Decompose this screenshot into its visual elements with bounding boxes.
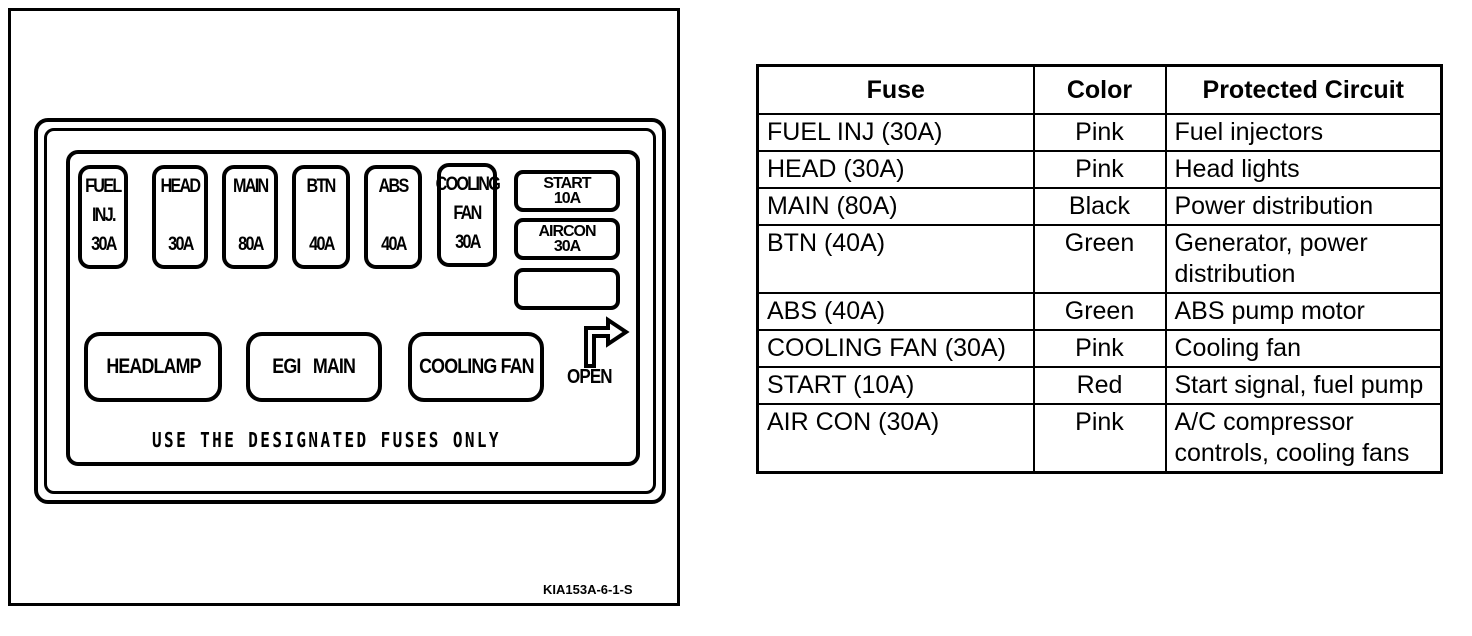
table-row: HEAD (30A) Pink Head lights	[756, 150, 1443, 189]
fuse-rating: 30A	[90, 234, 117, 255]
diagram-frame	[8, 8, 680, 606]
cell-color: Pink	[1032, 403, 1167, 474]
fuse-box-housing	[34, 118, 666, 504]
cell-fuse: HEAD (30A)	[756, 150, 1035, 189]
table-row: AIR CON (30A) Pink A/C compressor contro…	[756, 403, 1443, 474]
cell-fuse: FUEL INJ (30A)	[756, 113, 1035, 152]
fuse-label: INJ.	[91, 205, 117, 226]
cell-color: Pink	[1032, 150, 1167, 189]
fuse-cooling-fan: COOLING FAN 30A	[435, 163, 500, 267]
fuse-btn: BTN 40A	[292, 165, 350, 269]
cell-circuit: Generator, power distribution	[1164, 224, 1443, 294]
cell-color: Pink	[1032, 113, 1167, 152]
cell-circuit: A/C compressor controls, cooling fans	[1164, 403, 1443, 474]
cell-circuit: ABS pump motor	[1164, 292, 1443, 331]
cell-fuse: AIR CON (30A)	[756, 403, 1035, 474]
cell-circuit: Head lights	[1164, 150, 1443, 189]
table-row: FUEL INJ (30A) Pink Fuel injectors	[756, 113, 1443, 152]
block-label: EGI MAIN	[272, 355, 357, 378]
fuse-table: Fuse Color Protected Circuit FUEL INJ (3…	[756, 64, 1443, 474]
column-header: Protected Circuit	[1164, 64, 1443, 115]
cell-color: Green	[1032, 224, 1167, 294]
block-headlamp: HEADLAMP	[84, 332, 222, 402]
fuse-rating: 80A	[237, 234, 264, 255]
block-egi-main: EGI MAIN	[246, 332, 382, 402]
column-header: Fuse	[756, 64, 1035, 115]
cell-fuse: BTN (40A)	[756, 224, 1035, 294]
fuse-rating: 40A	[380, 234, 407, 255]
fuse-label: HEAD	[160, 176, 202, 197]
column-header: Color	[1032, 64, 1167, 115]
fuse-abs: ABS 40A	[364, 165, 422, 269]
fuse-rating: 30A	[454, 232, 481, 253]
fuse-label: START	[543, 175, 591, 192]
cell-fuse: ABS (40A)	[756, 292, 1035, 331]
fuse-label: COOLING	[435, 174, 500, 195]
cell-color: Green	[1032, 292, 1167, 331]
table-header-row: Fuse Color Protected Circuit	[756, 64, 1443, 115]
cell-color: Red	[1032, 366, 1167, 405]
table-row: BTN (40A) Green Generator, power distrib…	[756, 224, 1443, 294]
block-label: COOLING FAN	[418, 355, 534, 378]
open-arrow-icon	[584, 316, 630, 368]
fuse-rating: 30A	[553, 238, 581, 255]
cell-color: Pink	[1032, 329, 1167, 368]
fuse-label: FAN	[453, 203, 482, 224]
table-row: MAIN (80A) Black Power distribution	[756, 187, 1443, 226]
table-row: START (10A) Red Start signal, fuel pump	[756, 366, 1443, 405]
cell-circuit: Power distribution	[1164, 187, 1443, 226]
fuse-rating: 10A	[553, 190, 581, 207]
fuse-panel-border	[66, 150, 640, 466]
fuse-head: HEAD 30A	[152, 165, 208, 269]
table-row: ABS (40A) Green ABS pump motor	[756, 292, 1443, 331]
block-label: HEADLAMP	[105, 355, 201, 378]
cell-color: Black	[1032, 187, 1167, 226]
cell-fuse: COOLING FAN (30A)	[756, 329, 1035, 368]
fuse-label: MAIN	[232, 176, 269, 197]
fuse-label: BTN	[306, 176, 337, 197]
fuse-main: MAIN 80A	[222, 165, 278, 269]
fuse-box-inner-rim	[44, 128, 656, 494]
fuse-rating: 30A	[167, 234, 194, 255]
fuse-label: FUEL	[85, 176, 122, 197]
figure-id: KIA153A-6-1-S	[543, 582, 633, 597]
cell-circuit: Start signal, fuel pump	[1164, 366, 1443, 405]
block-cooling-fan: COOLING FAN	[408, 332, 544, 402]
fuse-aircon: AIRCON 30A	[514, 218, 620, 260]
cell-circuit: Fuel injectors	[1164, 113, 1443, 152]
fuse-fuel-inj: FUEL INJ. 30A	[78, 165, 128, 269]
fuse-start: START 10A	[514, 170, 620, 212]
cell-fuse: MAIN (80A)	[756, 187, 1035, 226]
cell-circuit: Cooling fan	[1164, 329, 1443, 368]
open-label: OPEN	[566, 366, 613, 388]
fuse-slot-empty	[514, 268, 620, 310]
designated-fuses-notice: USE THE DESIGNATED FUSES ONLY	[152, 428, 501, 452]
fuse-rating: 40A	[308, 234, 335, 255]
table-row: COOLING FAN (30A) Pink Cooling fan	[756, 329, 1443, 368]
fuse-label: ABS	[378, 176, 409, 197]
fuse-label: AIRCON	[538, 223, 596, 240]
cell-fuse: START (10A)	[756, 366, 1035, 405]
